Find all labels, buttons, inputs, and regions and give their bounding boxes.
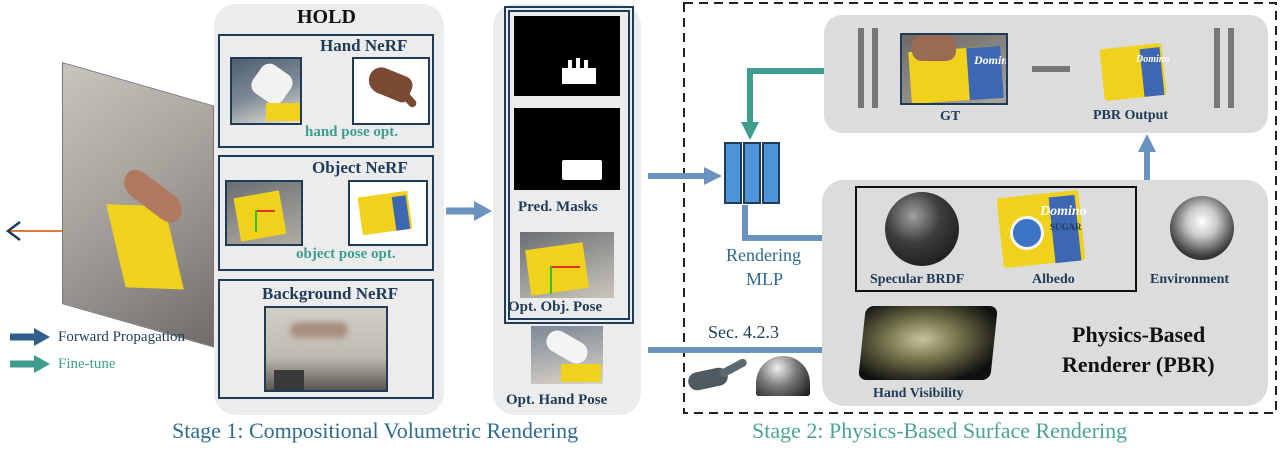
gt-image: Domino [900, 33, 1008, 105]
rendering-mlp-label-2: MLP [746, 269, 784, 289]
hand-nerf-input-image [230, 57, 302, 125]
specular-sphere [885, 192, 959, 266]
input-image [62, 62, 214, 348]
pbr-output-label: PBR Output [1093, 108, 1169, 123]
stage1-caption: Stage 1: Compositional Volumetric Render… [172, 418, 579, 443]
pbr-title-1: Physics-Based [1072, 322, 1206, 347]
background-nerf-title: Background NeRF [262, 284, 399, 303]
material-box [855, 186, 1137, 292]
hand-visibility-label: Hand Visibility [873, 386, 964, 401]
masks-to-mlp-arrow [648, 167, 722, 185]
pbr-to-output-arrow [1138, 134, 1156, 180]
rendering-mlp-label-1: Rendering [726, 245, 801, 265]
loss-panel [824, 15, 1268, 133]
environment-sphere [1170, 196, 1234, 260]
pbr-output-box-brand: Domino [1136, 54, 1170, 65]
opt-hand-pose-label: Opt. Hand Pose [506, 392, 608, 408]
opt-hand-pose-image [531, 326, 603, 384]
albedo-image: Domino SUGAR [996, 189, 1087, 269]
norm-bar-right-2 [1228, 28, 1234, 108]
albedo-box-sub: SUGAR [1050, 222, 1082, 232]
norm-bar-left-1 [858, 28, 864, 108]
camera-ray-tail [5, 221, 21, 241]
hand-visibility-image [858, 306, 998, 380]
norm-bar-right-1 [1214, 28, 1220, 108]
hand-nerf-title: Hand NeRF [320, 36, 408, 55]
opt-obj-pose-image [520, 232, 614, 298]
legend-forward-arrow [10, 328, 50, 346]
visibility-sphere-image [756, 356, 810, 396]
gt-to-mlp-finetune-arrow [741, 68, 824, 140]
hold-title: HOLD [297, 6, 356, 28]
pbr-output-image: Domino [1098, 40, 1170, 102]
albedo-label: Albedo [1032, 272, 1075, 287]
pred-masks-label: Pred. Masks [518, 199, 598, 215]
object-mask-image [514, 108, 620, 190]
albedo-box-brand: Domino [1040, 204, 1087, 219]
background-nerf-image [264, 306, 388, 392]
norm-bar-left-2 [872, 28, 878, 108]
legend-finetune-arrow [10, 355, 50, 373]
object-pose-opt-label: object pose opt. [296, 246, 396, 262]
gt-box-brand: Domino [974, 53, 1008, 67]
hand-pose-opt-label: hand pose opt. [305, 124, 398, 140]
gt-label: GT [940, 109, 961, 124]
opt-obj-pose-label: Opt. Obj. Pose [508, 299, 603, 315]
legend-forward-label: Forward Propagation [58, 329, 186, 345]
hand-mask-image [514, 16, 620, 96]
legend-finetune-label: Fine-tune [58, 356, 116, 372]
stage2-dashed-frame [683, 2, 1277, 414]
hand-mesh-image [686, 357, 750, 392]
object-nerf-input-image [225, 180, 303, 246]
minus-sign [1032, 66, 1070, 72]
object-nerf-render-image [348, 180, 428, 246]
object-nerf-title: Object NeRF [312, 158, 408, 177]
mask-outer-frame [504, 6, 634, 324]
section-label: Sec. 4.2.3 [708, 322, 779, 342]
specular-label: Specular BRDF [870, 272, 965, 287]
mask-inner-frame [508, 10, 630, 320]
environment-label: Environment [1150, 272, 1230, 287]
hold-to-masks-arrow [446, 201, 492, 221]
rendering-mlp-block [724, 142, 788, 204]
pbr-title-2: Renderer (PBR) [1062, 352, 1215, 377]
stage2-caption: Stage 2: Physics-Based Surface Rendering [752, 418, 1128, 443]
hand-nerf-render-image [352, 57, 430, 125]
